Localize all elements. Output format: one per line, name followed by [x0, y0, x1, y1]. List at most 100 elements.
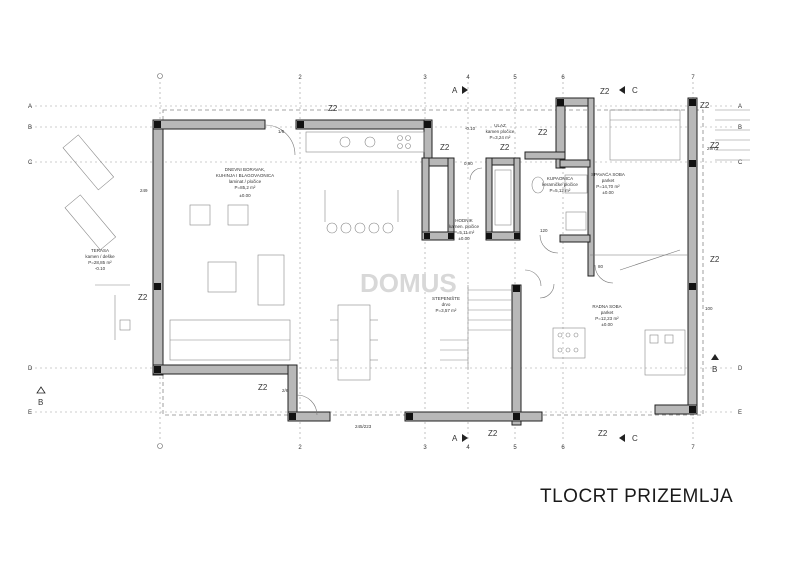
room-label-terrace: TERASA kamen / deške P=28,85 m² -0.10	[85, 248, 115, 271]
room-area: P=28,85 m²	[88, 260, 112, 265]
axis-left-label: D	[28, 366, 33, 372]
wall-tags: Z2 Z2 Z2 Z2 Z2 Z2 Z2 Z2 Z2 Z2 Z2 Z2	[138, 87, 720, 438]
dining-table	[330, 304, 378, 381]
axis-right-label: C	[738, 160, 743, 166]
room-label-stairs: STEPENIŠTE drvo P=3,57 m²	[432, 295, 460, 313]
axis-bottom-label: 6	[561, 445, 565, 451]
wall-tag: Z2	[538, 128, 548, 137]
room-name: ULAZ	[494, 123, 506, 128]
dimension-note: 120	[540, 228, 548, 233]
wall-tag: Z2	[500, 143, 510, 152]
room-name: DNEVNI BORAVAK,	[225, 167, 266, 172]
drawing-title: TLOCRT PRIZEMLJA	[540, 486, 734, 507]
dimension-notes: 29/73 1/6 2/6 0,90 100 80 249 120 245/22…	[140, 129, 719, 429]
dimension-note: 245/223	[355, 424, 372, 429]
axis-markers-left: A B C D E	[28, 104, 33, 416]
room-name: KUPAONICA	[547, 176, 573, 181]
axis-top-label: 2	[298, 75, 302, 81]
wall-tag: Z2	[440, 143, 450, 152]
axis-right-label: E	[738, 410, 742, 416]
room-name: HODNIK	[455, 218, 473, 223]
axis-top-label: 3	[423, 75, 427, 81]
wall-tag: Z2	[138, 293, 148, 302]
room-area: P=85,2 m²	[235, 185, 256, 190]
study-furniture	[552, 327, 686, 376]
room-name: STEPENIŠTE	[432, 295, 460, 301]
dimension-note: 100	[705, 306, 713, 311]
room-floor: kamen. pločice	[449, 224, 480, 229]
room-area: P=3,57 m²	[436, 308, 457, 313]
wall-tag: Z2	[258, 383, 268, 392]
room-name: TERASA	[91, 248, 109, 253]
dimension-note: 249	[140, 188, 148, 193]
dimension-note: 1/6	[278, 129, 285, 134]
stair-steps	[440, 285, 512, 370]
room-area: P=14,70 m²	[596, 184, 620, 189]
sofa-set	[169, 204, 291, 361]
kitchen-counter	[305, 131, 425, 153]
section-label: B	[712, 365, 717, 374]
axis-left-label: B	[28, 125, 32, 131]
room-label-bathroom: KUPAONICA keramičke pločice P=5,12 m²	[542, 176, 578, 193]
walls	[152, 97, 698, 426]
watermark-logo: DOMUS	[360, 268, 457, 298]
axis-bottom-label: 3	[423, 445, 427, 451]
section-label: C	[632, 86, 638, 95]
axis-markers-bottom: 2 3 4 5 6 7	[157, 443, 695, 451]
room-level: ±0.00	[458, 236, 470, 241]
room-area: P=5,12 m²	[550, 188, 571, 193]
axis-left-label: C	[28, 160, 33, 166]
room-area: P=3,24 m²	[490, 135, 511, 140]
room-name: RADNA SOBA	[592, 304, 621, 309]
wall-tag: Z2	[700, 101, 710, 110]
axis-top-label: 6	[561, 75, 565, 81]
dimension-note: 2/6	[282, 388, 289, 393]
axis-bottom-label: 2	[298, 445, 302, 451]
room-label-living: DNEVNI BORAVAK, KUHINJA I BLAGOVAONICA l…	[216, 167, 274, 198]
axis-markers-top: 2 3 4 5 6 7	[157, 73, 695, 81]
axis-right-label: A	[738, 104, 742, 110]
room-label-hall: ULAZ kamen pločice P=3,24 m² -0.10	[465, 123, 515, 140]
wall-tag: Z2	[710, 141, 720, 150]
room-label-bedroom: SPAVAĆA SOBA parket P=14,70 m² ±0.00	[591, 171, 625, 195]
axis-top-label: 7	[691, 75, 695, 81]
room-floor: keramičke pločice	[542, 182, 578, 187]
section-label: B	[38, 398, 43, 407]
dimension-note: 0,90	[464, 161, 473, 166]
section-label: A	[452, 434, 458, 443]
room-floor: laminat / pločice	[229, 179, 262, 184]
room-level: ±0.00	[239, 193, 251, 198]
room-area: P=12,23 m²	[595, 316, 619, 321]
wall-tag: Z2	[600, 87, 610, 96]
dimension-note: 80	[598, 264, 604, 269]
entrance-steps	[715, 109, 750, 161]
wall-tag: Z2	[328, 104, 338, 113]
dimension-note: 29/73	[707, 146, 719, 151]
section-label: C	[632, 434, 638, 443]
wall-tag: Z2	[598, 429, 608, 438]
bedroom-furniture	[590, 109, 688, 271]
bathroom-fixtures	[494, 169, 588, 231]
axis-top-label: 4	[466, 75, 470, 81]
room-name-line2: KUHINJA I BLAGOVAONICA	[216, 173, 274, 178]
terrace-loungers	[62, 134, 131, 340]
door-swings	[264, 124, 614, 416]
axis-markers-right: A B C D E	[738, 104, 743, 416]
room-floor: parket	[602, 178, 615, 183]
axis-bottom-label: 5	[513, 445, 517, 451]
room-level: -0.10	[465, 126, 476, 131]
section-label: A	[452, 86, 458, 95]
room-floor: drvo	[442, 302, 451, 307]
axis-right-label: D	[738, 366, 743, 372]
axis-left-label: A	[28, 104, 32, 110]
section-markers: A A C C B B	[36, 86, 719, 443]
room-floor: kamen / deške	[85, 254, 115, 259]
wall-tag: Z2	[710, 255, 720, 264]
axis-top-label: 5	[513, 75, 517, 81]
room-level: ±0.00	[602, 190, 614, 195]
axis-right-label: B	[738, 125, 742, 131]
room-area: P=5,11 m²	[454, 230, 475, 235]
bar-stools	[324, 190, 399, 234]
axis-bottom-label: 4	[466, 445, 470, 451]
